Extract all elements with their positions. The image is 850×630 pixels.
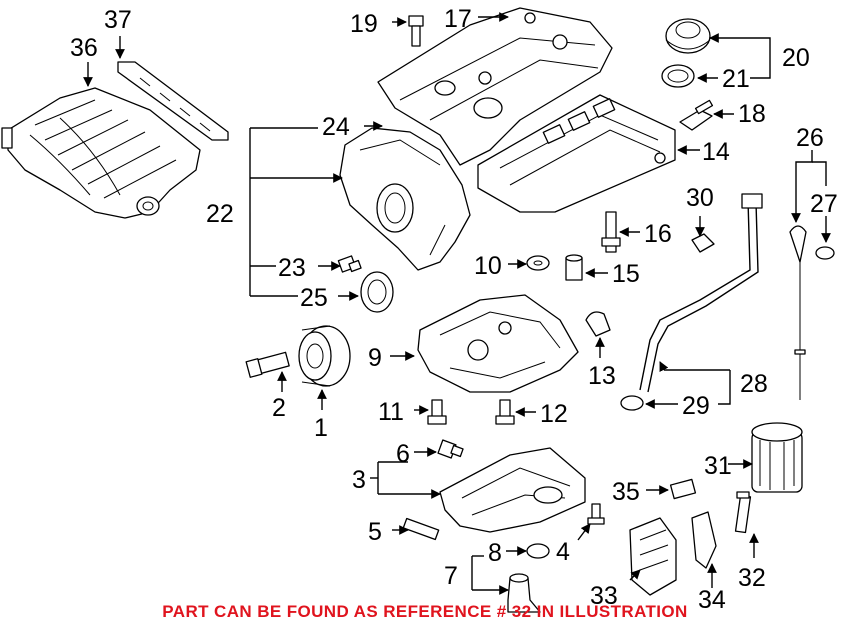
part-cover-bolt-small (337, 255, 362, 273)
part-pulley-bolt (245, 351, 290, 378)
callout-11: 11 (378, 398, 404, 426)
callout-18: 18 (738, 100, 766, 128)
callout-19: 19 (350, 10, 378, 38)
callout-12: 12 (540, 400, 568, 428)
part-oil-filler-cap (665, 18, 711, 54)
callout-27: 27 (810, 190, 838, 218)
callout-3: 3 (352, 466, 366, 494)
part-crank-seal (360, 271, 394, 313)
part-clip (691, 233, 715, 253)
callout-8: 8 (488, 539, 502, 567)
part-pan-bolt-b (495, 399, 515, 425)
callout-10: 10 (474, 252, 502, 280)
callout-17: 17 (444, 5, 472, 33)
callout-31: 31 (704, 452, 732, 480)
callout-labels: 37 36 19 17 20 21 18 24 22 14 26 27 30 1… (70, 5, 838, 614)
part-sensor (679, 99, 714, 131)
callout-34: 34 (698, 586, 726, 614)
part-intake-manifold (1, 87, 201, 219)
callout-32: 32 (738, 564, 766, 592)
part-oil-pickup (507, 573, 541, 613)
callout-28: 28 (740, 370, 768, 398)
part-crank-pulley (298, 325, 351, 387)
callout-5: 5 (368, 518, 382, 546)
part-filter-housing-bolt (669, 478, 697, 500)
callout-6: 6 (396, 440, 410, 468)
part-washer (526, 255, 550, 271)
part-bracket (691, 511, 717, 569)
callout-1: 1 (314, 414, 328, 442)
leader-lines (83, 12, 831, 595)
part-oil-filter (751, 422, 803, 493)
callout-35: 35 (612, 478, 640, 506)
callout-25: 25 (300, 284, 328, 312)
callout-22: 22 (206, 200, 234, 228)
part-timing-cover (339, 127, 471, 271)
part-cap-seal (661, 64, 695, 88)
part-dipstick (789, 225, 807, 400)
part-drain-plug (437, 439, 464, 459)
callout-21: 21 (722, 65, 750, 93)
part-dipstick-seal (815, 246, 835, 260)
part-stud (587, 503, 605, 525)
part-manifold-gasket (117, 61, 229, 141)
part-dowel-sleeve (565, 254, 583, 281)
part-oil-pan-upper (417, 294, 579, 393)
part-oil-cooler (629, 517, 677, 596)
part-pan-bolt-a (427, 399, 447, 425)
part-cylinder-head-cover-baffle (477, 94, 676, 213)
part-tube-o-ring (620, 395, 644, 411)
reference-notice: PART CAN BE FOUND AS REFERENCE # 32 IN I… (162, 602, 688, 621)
callout-2: 2 (272, 394, 286, 422)
part-pickup-seal (526, 543, 550, 559)
callout-23: 23 (278, 254, 306, 282)
callout-30: 30 (686, 184, 714, 212)
callout-33: 33 (590, 582, 618, 610)
callout-4: 4 (556, 538, 570, 566)
part-cover-bolt (408, 15, 424, 47)
callout-9: 9 (368, 344, 382, 372)
part-pan-plug (402, 517, 440, 541)
part-fitting (585, 311, 611, 337)
callout-26: 26 (796, 124, 824, 152)
callout-36: 36 (70, 34, 98, 62)
callout-15: 15 (612, 260, 640, 288)
part-valve-cover (377, 7, 613, 166)
callout-13: 13 (588, 362, 616, 390)
callout-37: 37 (104, 6, 132, 34)
part-filter-bolt (734, 491, 752, 534)
callout-14: 14 (702, 138, 730, 166)
part-dipstick-tube (639, 193, 763, 393)
part-oil-pan (439, 447, 586, 533)
callout-7: 7 (444, 562, 458, 590)
part-long-bolt (601, 211, 621, 253)
callout-20: 20 (782, 44, 810, 72)
callout-24: 24 (322, 113, 350, 141)
callout-29: 29 (682, 392, 710, 420)
callout-16: 16 (644, 220, 672, 248)
